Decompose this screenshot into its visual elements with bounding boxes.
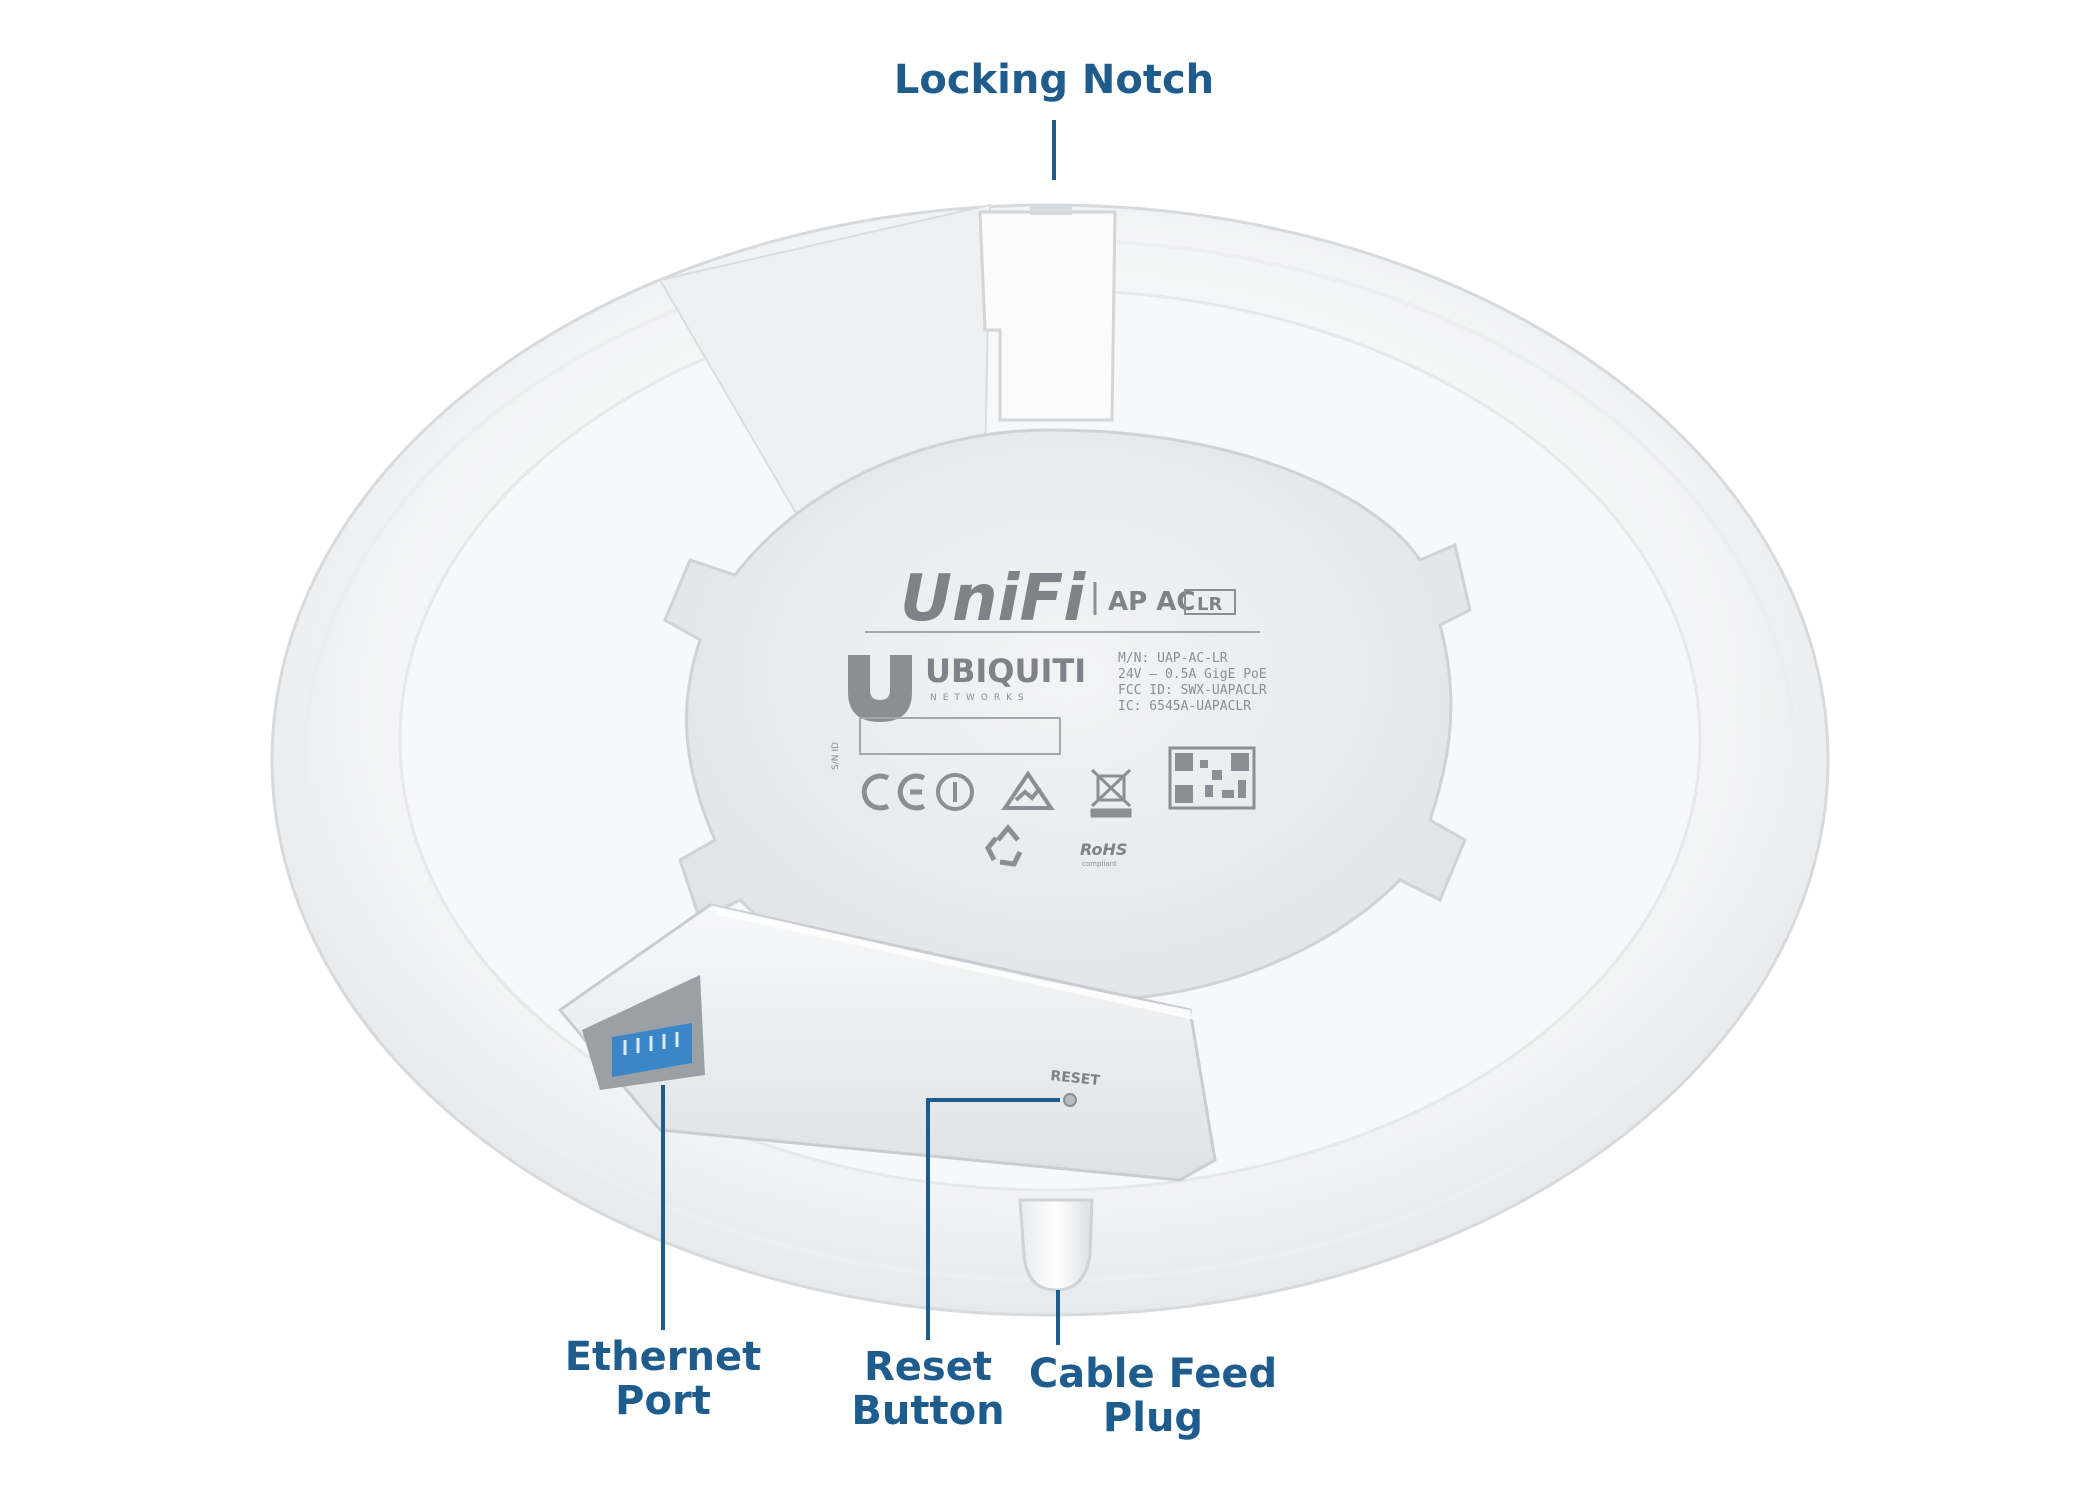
rcm-mark-icon bbox=[1001, 770, 1055, 810]
spec-line-4: IC: 6545A-UAPACLR bbox=[1118, 699, 1251, 714]
callout-reset-button: Reset Button bbox=[778, 1345, 1078, 1433]
callout-ethernet-port: Ethernet Port bbox=[513, 1335, 813, 1423]
qr-code-icon bbox=[1168, 746, 1256, 810]
callout-cable-feed-plug: Cable Feed Plug bbox=[1003, 1352, 1303, 1440]
callout-ethernet-port-line2: Port bbox=[615, 1378, 711, 1424]
callout-ethernet-port-line1: Ethernet bbox=[564, 1334, 762, 1380]
callout-cable-feed-plug-line1: Cable Feed bbox=[1028, 1351, 1278, 1397]
leader-reset-button bbox=[926, 1098, 1060, 1340]
callout-locking-notch-text: Locking Notch bbox=[893, 57, 1215, 103]
serial-box bbox=[859, 717, 1061, 755]
model-text: AP AC bbox=[1108, 587, 1195, 617]
rohs-mark: RoHS bbox=[1080, 840, 1127, 859]
model-badge: LR bbox=[1197, 594, 1222, 615]
callout-locking-notch: Locking Notch bbox=[854, 58, 1254, 102]
serial-label: S/N ID bbox=[831, 742, 841, 770]
notch-slot bbox=[1030, 205, 1072, 215]
cable-feed-plug bbox=[1018, 1198, 1094, 1292]
reset-button[interactable] bbox=[1063, 1093, 1077, 1107]
ce-mark-icon bbox=[861, 773, 926, 811]
ethernet-port[interactable] bbox=[582, 975, 705, 1090]
locking-notch bbox=[978, 210, 1117, 422]
callout-cable-feed-plug-line2: Plug bbox=[1102, 1395, 1204, 1441]
company-name: UBIQUITI bbox=[925, 652, 1086, 690]
spec-line-1: M/N: UAP-AC-LR bbox=[1118, 651, 1228, 666]
rohs-sub: compliant bbox=[1082, 860, 1117, 868]
spec-line-3: FCC ID: SWX-UAPACLR bbox=[1118, 683, 1267, 698]
port-housing-top bbox=[710, 905, 1195, 1020]
callout-reset-button-line1: Reset bbox=[864, 1344, 992, 1390]
company-sub: NETWORKS bbox=[930, 693, 1030, 703]
spec-line-2: 24V — 0.5A GigE PoE bbox=[1118, 667, 1267, 682]
reset-marking: RESET bbox=[1050, 1068, 1101, 1089]
weee-bin-icon bbox=[1090, 768, 1132, 818]
model-badge-box bbox=[1184, 589, 1236, 615]
recycle-icon bbox=[985, 824, 1023, 867]
ubiquiti-u-icon bbox=[848, 655, 912, 722]
brand-logo: UniFi bbox=[900, 562, 1086, 636]
class2-alert-icon bbox=[936, 773, 974, 811]
callout-reset-button-line2: Button bbox=[851, 1388, 1005, 1434]
